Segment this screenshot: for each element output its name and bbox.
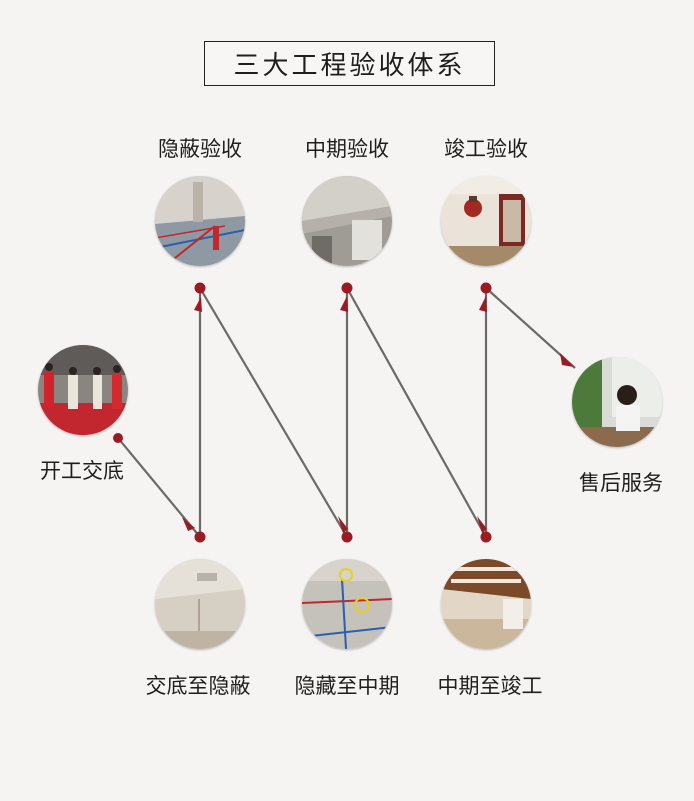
arrow-head-icon — [182, 517, 195, 531]
label-after-sales: 售后服务 — [579, 471, 663, 495]
flow-line-mid-to-mid-completion — [346, 287, 487, 538]
photo-hidden-acceptance — [155, 176, 245, 266]
label-mid-acceptance: 中期验收 — [305, 137, 389, 161]
label-kickoff-handover: 开工交底 — [40, 459, 124, 483]
node-dot-icon — [113, 433, 123, 443]
photo-handover-to-hidden — [155, 559, 245, 649]
node-dot-icon — [194, 282, 206, 294]
flow-line-hidden-to-hidden-mid — [199, 287, 348, 538]
arrow-head-icon — [338, 516, 348, 533]
photo-mid-to-completion — [441, 559, 531, 649]
photo-hidden-to-mid — [302, 559, 392, 649]
label-hidden-acceptance: 隐蔽验收 — [158, 137, 242, 161]
flow-line-kickoff-to-handover — [117, 437, 201, 538]
label-hidden-to-mid: 隐藏至中期 — [294, 674, 400, 698]
node-dot-icon — [341, 531, 353, 543]
label-handover-to-hidden: 交底至隐蔽 — [145, 674, 251, 698]
page-title: 三大工程验收体系 — [204, 41, 495, 86]
photo-after-sales — [572, 357, 662, 447]
node-dot-icon — [341, 282, 353, 294]
node-dot-icon — [480, 531, 492, 543]
flow-line-completion-to-aftersales — [485, 287, 576, 369]
node-dot-icon — [480, 282, 492, 294]
arrow-head-icon — [194, 297, 202, 312]
label-mid-to-completion: 中期至竣工 — [437, 674, 543, 698]
arrow-head-icon — [560, 353, 574, 367]
label-completion-acceptance: 竣工验收 — [444, 137, 528, 161]
photo-kickoff-handover — [38, 345, 128, 435]
arrow-head-icon — [479, 296, 487, 312]
arrow-head-icon — [477, 516, 487, 533]
node-dot-icon — [194, 531, 206, 543]
arrow-head-icon — [340, 296, 348, 312]
photo-completion-acceptance — [441, 176, 531, 266]
photo-mid-acceptance — [302, 176, 392, 266]
